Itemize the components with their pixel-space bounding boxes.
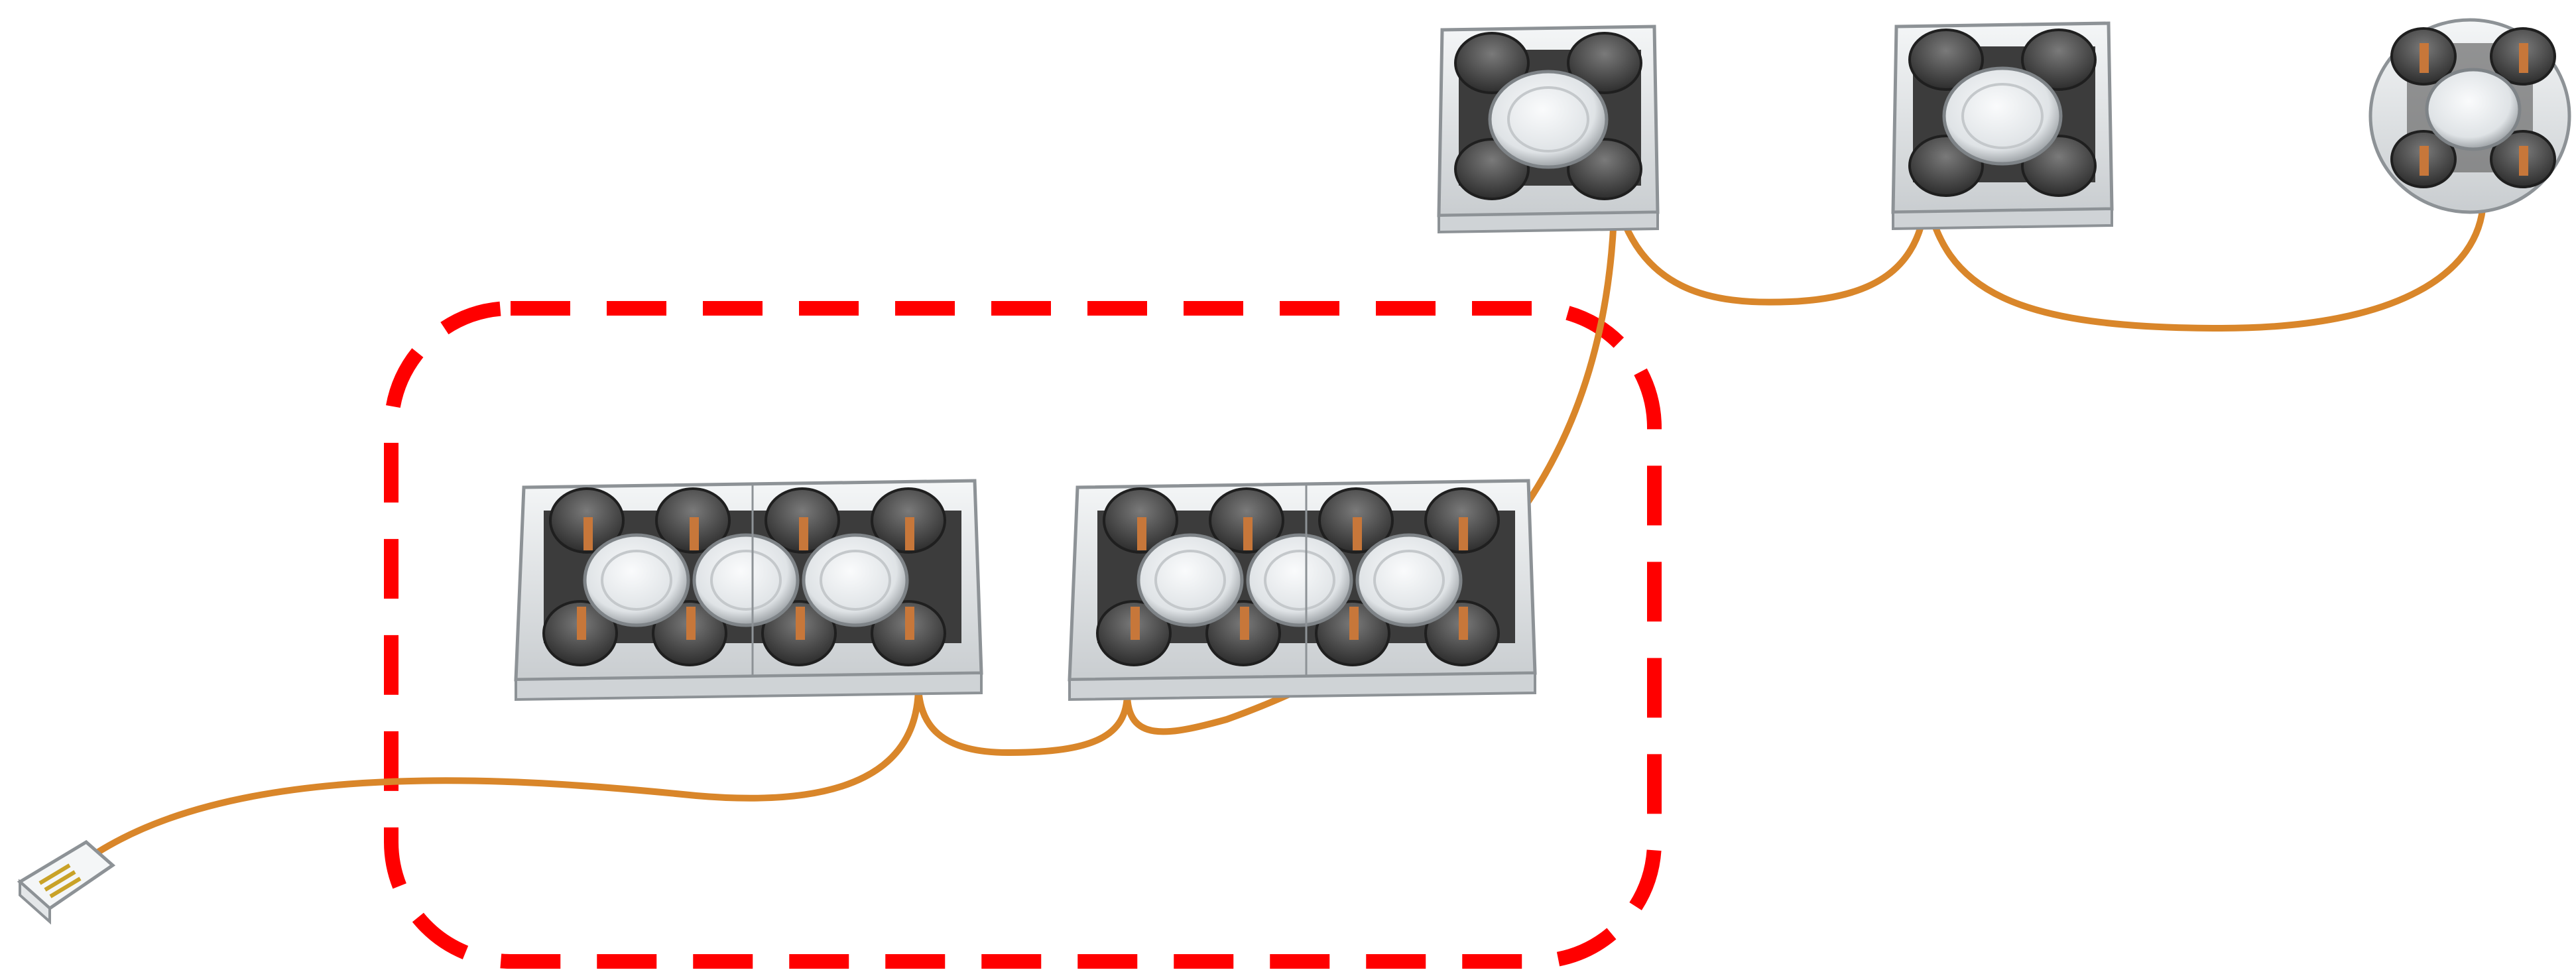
- wire-2x2b-to-round: [1923, 189, 2486, 332]
- led-plate-2x2-icon: [1439, 27, 1658, 232]
- led-plate-2x2-icon: [1893, 23, 2112, 229]
- round-led-plate-icon: [2370, 20, 2569, 212]
- led-plate-2x4-icon: [1070, 481, 1535, 700]
- wire-plug-to-plate1: [95, 683, 922, 855]
- rj-plug-icon: [20, 842, 113, 922]
- wire-plate1-to-plate2: [915, 680, 1131, 757]
- led-plate-2x4-icon: [516, 481, 981, 700]
- highlight-box: [384, 301, 1662, 969]
- wire-2x2a-to-2x2b: [1611, 189, 1930, 306]
